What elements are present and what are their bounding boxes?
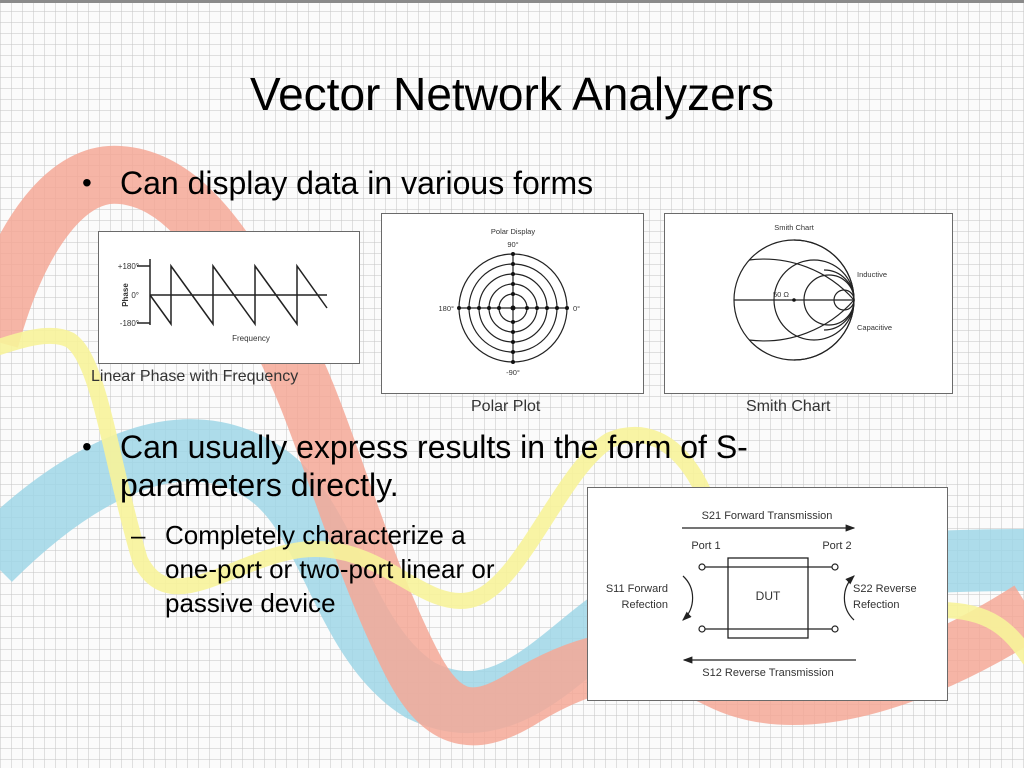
bullet-display-forms: • Can display data in various forms [82, 164, 594, 202]
caption-linear-phase: Linear Phase with Frequency [91, 368, 299, 385]
label-capacitive: Capacitive [857, 323, 892, 332]
x-axis-label: Frequency [232, 334, 270, 343]
label-90: 90° [507, 240, 518, 249]
label-inductive: Inductive [857, 270, 887, 279]
s22-arrow [843, 575, 855, 621]
polar-title: Polar Display [491, 227, 535, 236]
figure-s-parameters: S21 Forward Transmission Port 1 Port 2 D… [587, 487, 948, 701]
tick-zero: 0° [131, 291, 139, 300]
top-border [0, 0, 1024, 3]
s21-label: S21 Forward Transmission [702, 510, 833, 522]
tick-plus-180: +180° [118, 262, 139, 271]
bullet-dot-icon: • [82, 167, 92, 198]
s22-line1: S22 Reverse [853, 583, 917, 595]
dash-icon: – [131, 520, 146, 550]
label-50-ohm: 50 Ω [773, 290, 789, 299]
sub-bullet-line2: one-port or two-port linear or [165, 554, 495, 584]
s22-line2: Refection [853, 599, 899, 611]
s12-label: S12 Reverse Transmission [702, 667, 833, 679]
figure-smith: Smith Chart 50 Ω Inductive Capacitive [664, 213, 953, 394]
label-0: 0° [573, 304, 580, 313]
figure-polar: Polar Display 90° 180° 0° -90° [381, 213, 644, 394]
sub-bullet-line1: Completely characterize a [165, 520, 466, 550]
figure-linear-phase: +180° 0° -180° Phase Frequency [98, 231, 360, 364]
s11-line1: S11 Forward [606, 583, 668, 595]
smith-chart: Smith Chart 50 Ω Inductive Capacitive [733, 223, 892, 361]
polar-plot: Polar Display 90° 180° 0° -90° [438, 227, 580, 377]
bullet-dot-icon: • [82, 431, 92, 462]
bullet-text-line2: parameters directly. [120, 467, 399, 503]
label-minus-90: -90° [506, 368, 520, 377]
y-axis-label: Phase [121, 283, 130, 307]
tick-minus-180: -180° [120, 319, 139, 328]
s11-line2: Refection [622, 599, 668, 611]
slide-title: Vector Network Analyzers [249, 68, 775, 120]
s11-arrow [682, 575, 694, 621]
caption-smith: Smith Chart [746, 398, 831, 415]
bullet-text-line1: Can usually express results in the form … [120, 429, 748, 465]
dut-box [727, 557, 809, 639]
bullet-s-parameters: • Can usually express results in the for… [82, 428, 748, 504]
smith-title: Smith Chart [774, 223, 815, 232]
sub-bullet-line3: passive device [165, 588, 336, 618]
port2-label: Port 2 [822, 540, 851, 552]
linear-phase-plot: +180° 0° -180° Phase Frequency [118, 259, 328, 343]
two-port-diagram: S21 Forward Transmission Port 1 Port 2 D… [606, 510, 917, 679]
bullet-text: Can display data in various forms [120, 165, 594, 201]
port1-label: Port 1 [691, 540, 720, 552]
sub-bullet-characterize: – Completely characterize a one-port or … [131, 518, 495, 620]
label-180: 180° [438, 304, 454, 313]
dut-label: DUT [756, 589, 781, 603]
caption-polar: Polar Plot [471, 398, 541, 415]
